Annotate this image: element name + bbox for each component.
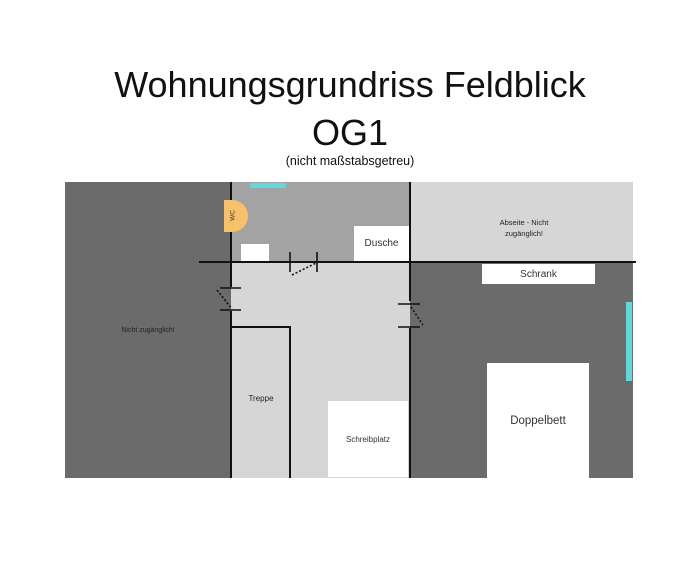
door-left [216,287,241,311]
bathroom-window [250,183,286,188]
wardrobe-label: Schrank [520,268,557,280]
door-bedroom [398,303,424,328]
wall-horizontal-main [199,261,636,263]
wall-center-upper [409,182,411,301]
desk-label: Schreibplatz [345,434,391,444]
abseite-label-line1: Abseite - Nicht [499,218,549,227]
scale-note: (nicht maßstabsgetreu) [285,154,415,168]
shower-label: Dusche [364,238,399,249]
abseite-label-line2: zugänglich! [505,229,543,238]
room-left-unavailable [65,182,231,478]
double-bed: Doppelbett [487,363,589,478]
double-bed-label: Doppelbett [510,415,566,427]
left-room-label: Nicht zugänglich! [121,327,175,334]
floor-label: OG1 [311,112,389,153]
desk: Schreibplatz [328,401,408,477]
door-bathroom [289,252,318,276]
shower: Dusche [354,226,409,261]
stairs-label: Treppe [248,394,274,403]
wall-stairs-right [289,326,291,478]
wall-hall-left-lower [230,311,232,478]
wall-center-lower [409,328,411,478]
wall-hall-left-upper [230,263,232,287]
wardrobe: Schrank [482,264,595,284]
room-abseite [410,182,633,262]
plan-title: Wohnungsgrundriss Feldblick [114,64,586,105]
wall-stairs-top [231,326,291,328]
toilet-label: WC [229,210,237,221]
sink [241,244,269,261]
bedroom-window [626,302,632,381]
